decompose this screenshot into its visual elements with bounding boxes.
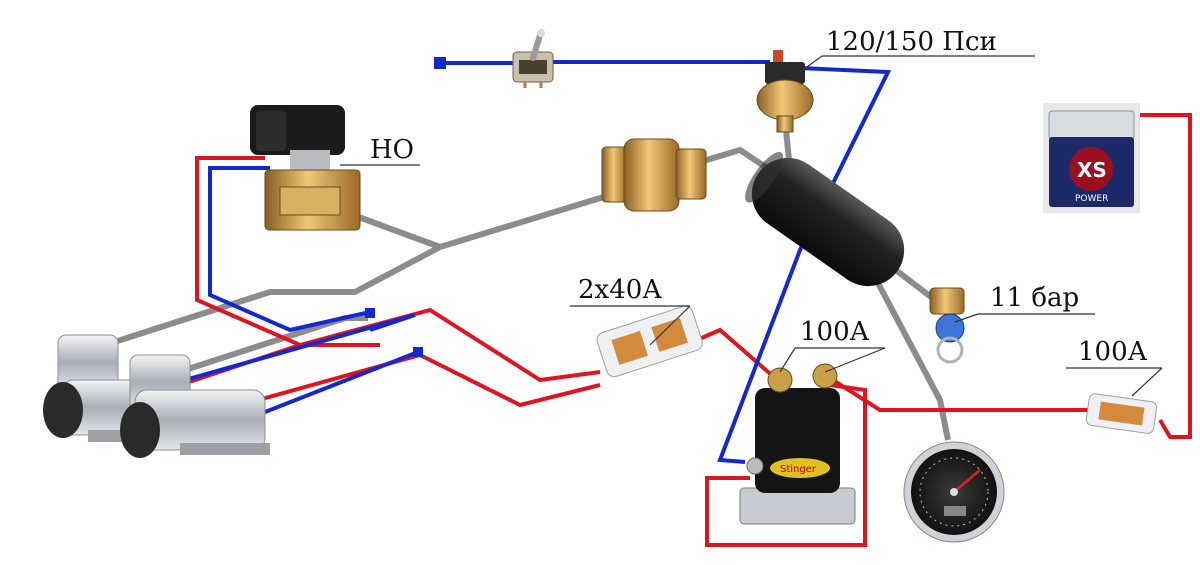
wire-red-relay-loop: [705, 383, 867, 547]
fuse-battery-label: 100А: [1078, 337, 1148, 367]
wire-blue-solenoid: [208, 166, 371, 333]
wire-red-fuse100-to-battery: [1140, 113, 1192, 439]
relay-label: 100А: [800, 317, 870, 347]
fuse-compressors-label: 2х40А: [578, 275, 662, 305]
wire-red-compressor2: [214, 352, 601, 414]
battery-brand-text: XS: [1077, 158, 1107, 182]
solenoid-valve-label: НО: [370, 135, 414, 165]
battery-line-text: POWER: [1075, 194, 1108, 204]
wire-blue-switch-to-relay: [717, 66, 892, 464]
wire-red-solenoid: [195, 156, 380, 347]
hose-check-valve-to-tank: [699, 147, 772, 173]
toggle-switch: [512, 29, 554, 88]
wire-end-terminal: [365, 308, 375, 318]
leader-line: [649, 305, 691, 346]
hose-tank-to-gauge: [867, 266, 951, 441]
pressure-switch: [756, 50, 814, 133]
safety-valve-label: 11 бар: [990, 283, 1079, 313]
battery: XS POWER: [1043, 103, 1140, 213]
wire-red-compressor1: [164, 307, 601, 392]
wire-blue-compressor1: [184, 313, 416, 382]
check-valve: [601, 138, 707, 212]
hose-solenoid-to-line: [343, 209, 442, 250]
pressure-gauge: [903, 441, 1005, 543]
fuse-holder-compressors: [596, 305, 703, 378]
leader-line: [954, 313, 979, 323]
solenoid-valve: [250, 105, 361, 231]
leader-line: [1131, 367, 1163, 397]
relay: Stinger: [739, 363, 856, 525]
safety-valve: [929, 287, 965, 364]
fuse-holder-battery: [1085, 393, 1158, 434]
control-wires: [184, 57, 892, 464]
leader-line: [779, 347, 796, 373]
wire-end-terminal: [434, 57, 446, 69]
wire-end-terminal: [413, 347, 423, 357]
wire-blue-compressor2: [264, 350, 419, 414]
leader-line: [824, 347, 886, 373]
air-tank: [745, 152, 905, 287]
relay-brand-text: Stinger: [780, 464, 817, 475]
compressor-2: [120, 354, 270, 458]
leader-line: [799, 55, 823, 73]
pressure-switch-label: 120/150 Пси: [826, 27, 997, 57]
